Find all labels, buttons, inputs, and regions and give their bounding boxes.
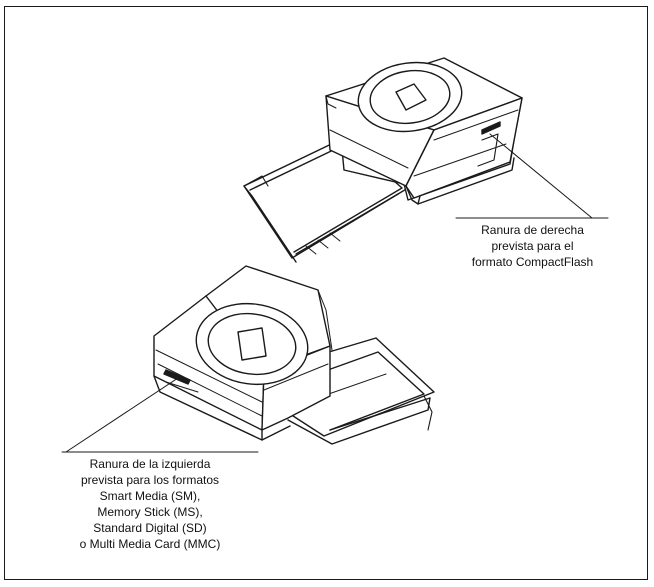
compactflash-slot — [481, 121, 501, 135]
callout-left-slot: Ranura de la izquierda prevista para los… — [40, 456, 260, 552]
printer-bottom — [61, 265, 435, 453]
leader-line-right — [489, 133, 593, 219]
callout-right-slot: Ranura de derecha prevista para el forma… — [440, 222, 625, 270]
printer-body-bottom — [153, 265, 333, 441]
callout-line: Ranura de la izquierda — [89, 457, 211, 471]
callout-line: formato CompactFlash — [471, 255, 594, 269]
callout-line: prevista para los formatos — [80, 473, 220, 487]
callout-line: Smart Media (SM), — [99, 489, 201, 503]
callout-line: o Multi Media Card (MMC) — [79, 537, 221, 551]
dial-window-top — [395, 83, 427, 111]
callout-line: Standard Digital (SD) — [93, 521, 207, 535]
callout-line: Memory Stick (MS), — [97, 505, 203, 519]
callout-line: prevista para el — [491, 239, 574, 253]
smart-media-slot — [163, 369, 191, 385]
callout-line: Ranura de derecha — [481, 223, 584, 237]
printer-body-top — [325, 57, 523, 205]
printer-top — [243, 57, 609, 263]
dial-window-bottom — [237, 327, 267, 361]
leader-line-left — [65, 377, 179, 453]
figure-frame — [4, 6, 648, 580]
